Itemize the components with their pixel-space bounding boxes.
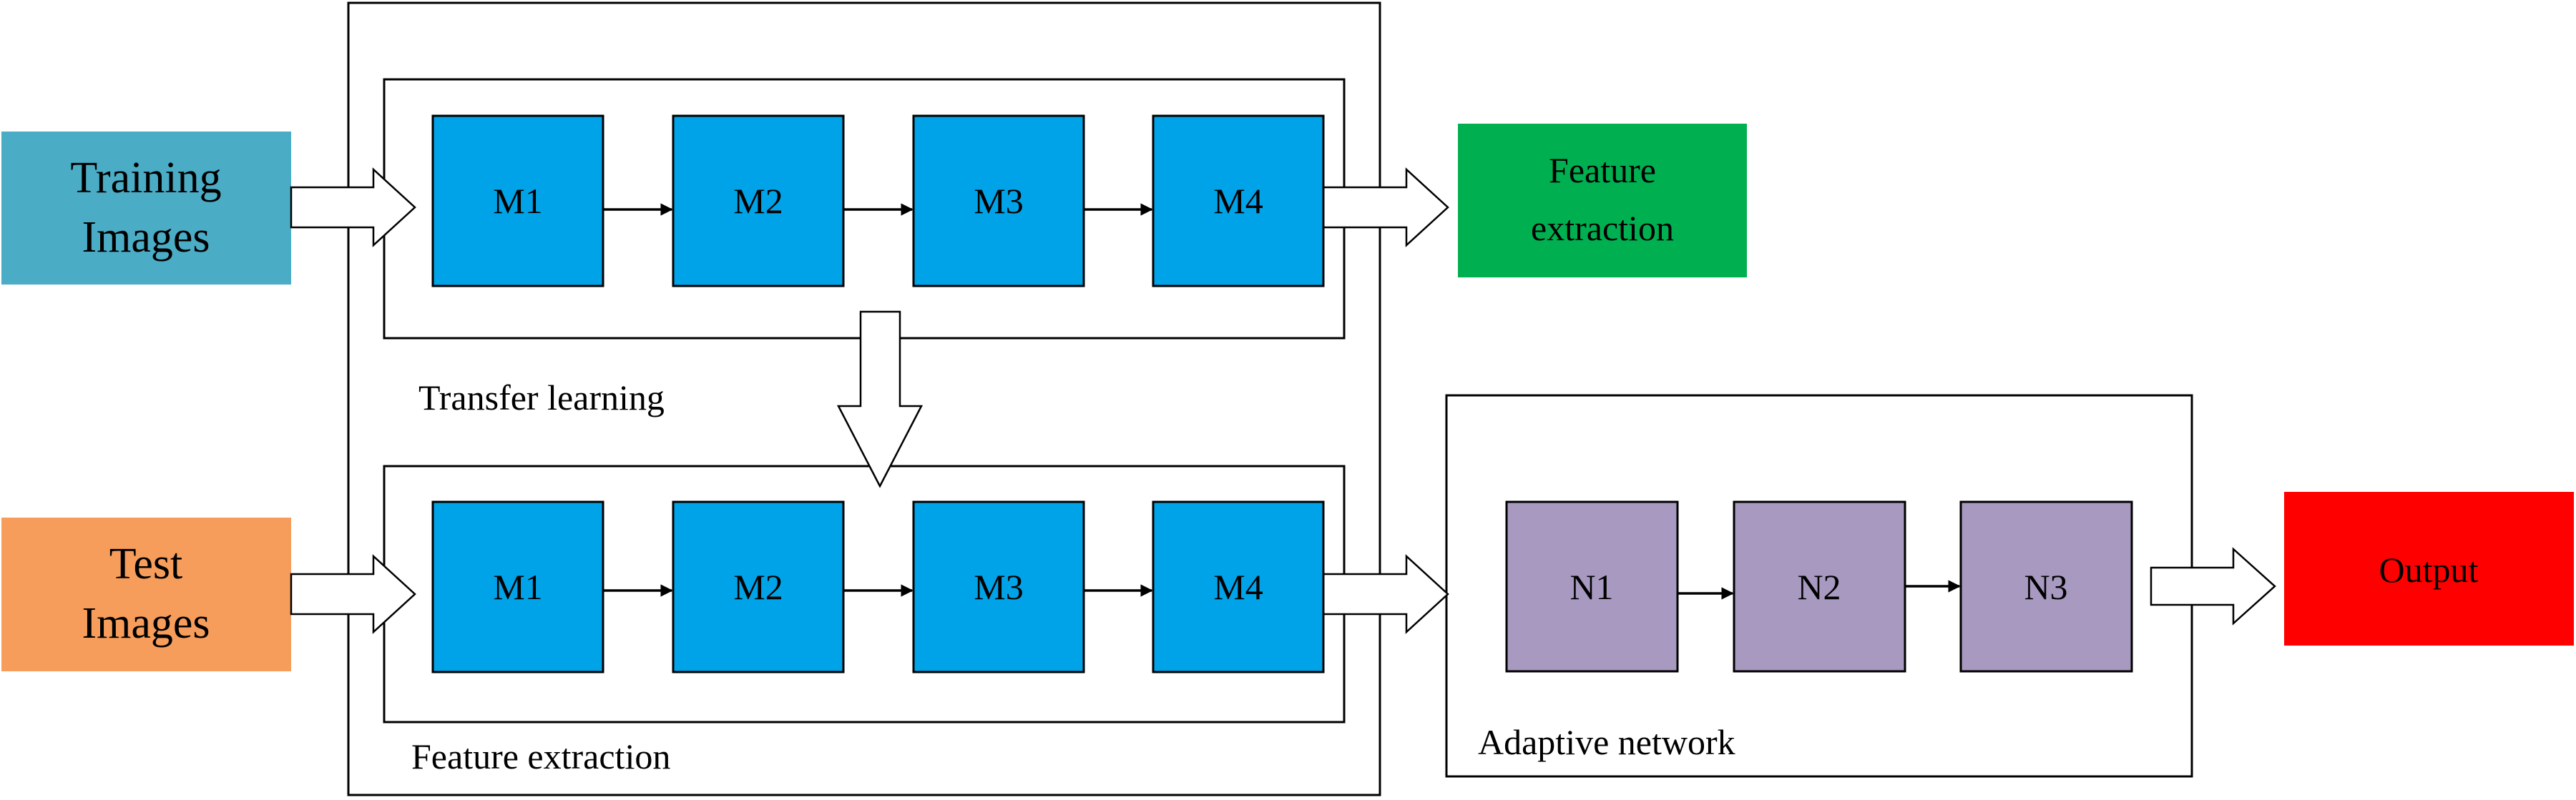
- test-to-pipeline-arrow: [290, 554, 416, 634]
- top-pipeline-to-feature-arrow: [1322, 167, 1449, 247]
- transfer-learning-label: Transfer learning: [418, 377, 665, 418]
- test-images-line2: Images: [82, 599, 210, 648]
- bottom-pipeline: M1 M2 M3 M4: [431, 500, 1325, 673]
- n1-block: [1505, 500, 1679, 673]
- n1-label: N1: [1569, 567, 1613, 607]
- test-images-fill: [1, 518, 291, 671]
- adaptive-network-label: Adaptive network: [1478, 722, 1735, 762]
- bottom-m1-label: M1: [493, 567, 542, 607]
- top-m1-block: [431, 114, 604, 287]
- test-images-line1: Test: [109, 540, 182, 588]
- training-images-box: Training Images: [1, 132, 291, 285]
- test-images-box: Test Images: [1, 518, 291, 671]
- adaptive-to-output-arrow: [2150, 547, 2276, 626]
- feature-extraction-output-line1: Feature: [1549, 150, 1656, 190]
- top-m4-block: [1152, 114, 1325, 287]
- feature-extraction-output-box: Feature extraction: [1458, 124, 1747, 277]
- outer-model-frame: [347, 1, 1381, 796]
- bottom-m4-block: [1152, 500, 1325, 673]
- bottom-m3-block: [912, 500, 1085, 673]
- adaptive-network: N1 N2 N3: [1505, 500, 2133, 673]
- top-m3-label: M3: [974, 181, 1023, 221]
- training-images-fill: [1, 132, 291, 285]
- output-label: Output: [2379, 550, 2479, 590]
- output-fill: [2284, 492, 2574, 646]
- n3-label: N3: [2024, 567, 2067, 607]
- feature-extraction-output-line2: extraction: [1531, 208, 1674, 248]
- bottom-m1-block: [431, 500, 604, 673]
- transfer-down-arrow: [836, 310, 924, 488]
- bottom-pipeline-to-adaptive-arrow: [1322, 554, 1449, 634]
- bottom-m2-block: [672, 500, 845, 673]
- top-pipeline: M1 M2 M3 M4: [431, 114, 1325, 287]
- feature-extraction-label: Feature extraction: [411, 736, 670, 776]
- top-m2-label: M2: [733, 181, 783, 221]
- feature-extraction-output-fill: [1458, 124, 1747, 277]
- top-m1-label: M1: [493, 181, 542, 221]
- n3-block: [1959, 500, 2133, 673]
- output-box: Output: [2284, 492, 2574, 646]
- bottom-m3-label: M3: [974, 567, 1023, 607]
- top-m2-block: [672, 114, 845, 287]
- top-m3-block: [912, 114, 1085, 287]
- training-to-pipeline-arrow: [290, 167, 416, 247]
- top-m4-label: M4: [1213, 181, 1263, 221]
- n2-label: N2: [1797, 567, 1841, 607]
- bottom-m4-label: M4: [1213, 567, 1263, 607]
- training-images-line1: Training: [70, 154, 221, 202]
- bottom-m2-label: M2: [733, 567, 783, 607]
- training-images-line2: Images: [82, 213, 210, 262]
